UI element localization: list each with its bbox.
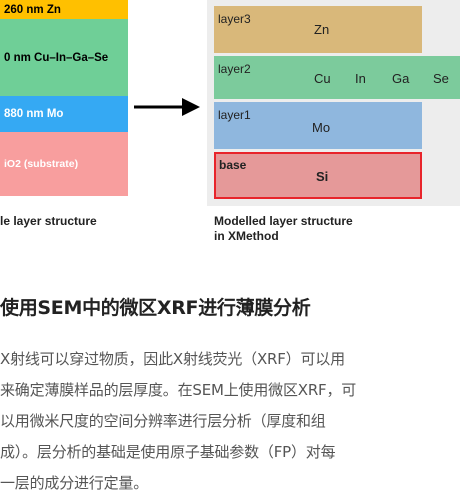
element-label: Mo <box>312 120 331 135</box>
element-label: Cu <box>314 71 331 86</box>
element-label: Zn <box>314 22 330 37</box>
layer-name: layer2 <box>218 62 251 76</box>
layer-name: base <box>219 158 247 172</box>
caption-line: Modelled layer structure <box>214 214 353 228</box>
paragraph-line: 一层的成分进行定量。 <box>0 474 149 492</box>
sample-layer-mo: 880 nm Mo <box>0 96 128 132</box>
layer-label: 260 nm Zn <box>4 3 61 16</box>
layer-label: 880 nm Mo <box>4 108 64 120</box>
element-label: In <box>355 71 366 86</box>
article-paragraph: X射线可以穿过物质，因此X射线荧光（XRF）可以用 来确定薄膜样品的层厚度。在S… <box>0 344 460 499</box>
model-layer-2: layer2 Cu In Ga Se <box>214 56 460 99</box>
paragraph-line: 以用微米尺度的空间分辨率进行层分析（厚度和组 <box>0 412 326 430</box>
model-layer-1: layer1 Mo <box>214 102 422 149</box>
paragraph-line: X射线可以穿过物质，因此X射线荧光（XRF）可以用 <box>0 350 345 368</box>
paragraph-line: 来确定薄膜样品的层厚度。在SEM上使用微区XRF，可 <box>0 381 357 399</box>
caption-line: in XMethod <box>214 229 279 243</box>
modelled-layer-panel: layer3 Zn layer2 Cu In Ga Se layer1 Mo b… <box>207 0 460 206</box>
layer-structure-figure: 260 nm Zn 0 nm Cu–In–Ga–Se 880 nm Mo iO2… <box>0 0 460 244</box>
arrow-right-icon <box>134 98 200 116</box>
element-label: Ga <box>392 71 410 86</box>
paragraph-line: 成）。层分析的基础是使用原子基础参数（FP）对每 <box>0 443 336 461</box>
layer-name: layer3 <box>218 12 251 26</box>
sample-layer-cigs: 0 nm Cu–In–Ga–Se <box>0 19 128 96</box>
sample-caption: le layer structure <box>0 214 97 228</box>
sample-layer-zn: 260 nm Zn <box>0 0 128 19</box>
section-heading: 使用SEM中的微区XRF进行薄膜分析 <box>0 297 311 319</box>
sample-layer-substrate: iO2 (substrate) <box>0 132 128 196</box>
layer-label: 0 nm Cu–In–Ga–Se <box>4 51 109 64</box>
layer-label: iO2 (substrate) <box>4 158 79 170</box>
modelled-caption: Modelled layer structure in XMethod <box>214 214 353 244</box>
model-layer-3: layer3 Zn <box>214 6 422 53</box>
element-label: Si <box>316 169 329 184</box>
layer-name: layer1 <box>218 108 251 122</box>
model-layer-base: base Si <box>214 152 422 199</box>
element-label: Se <box>433 71 449 86</box>
